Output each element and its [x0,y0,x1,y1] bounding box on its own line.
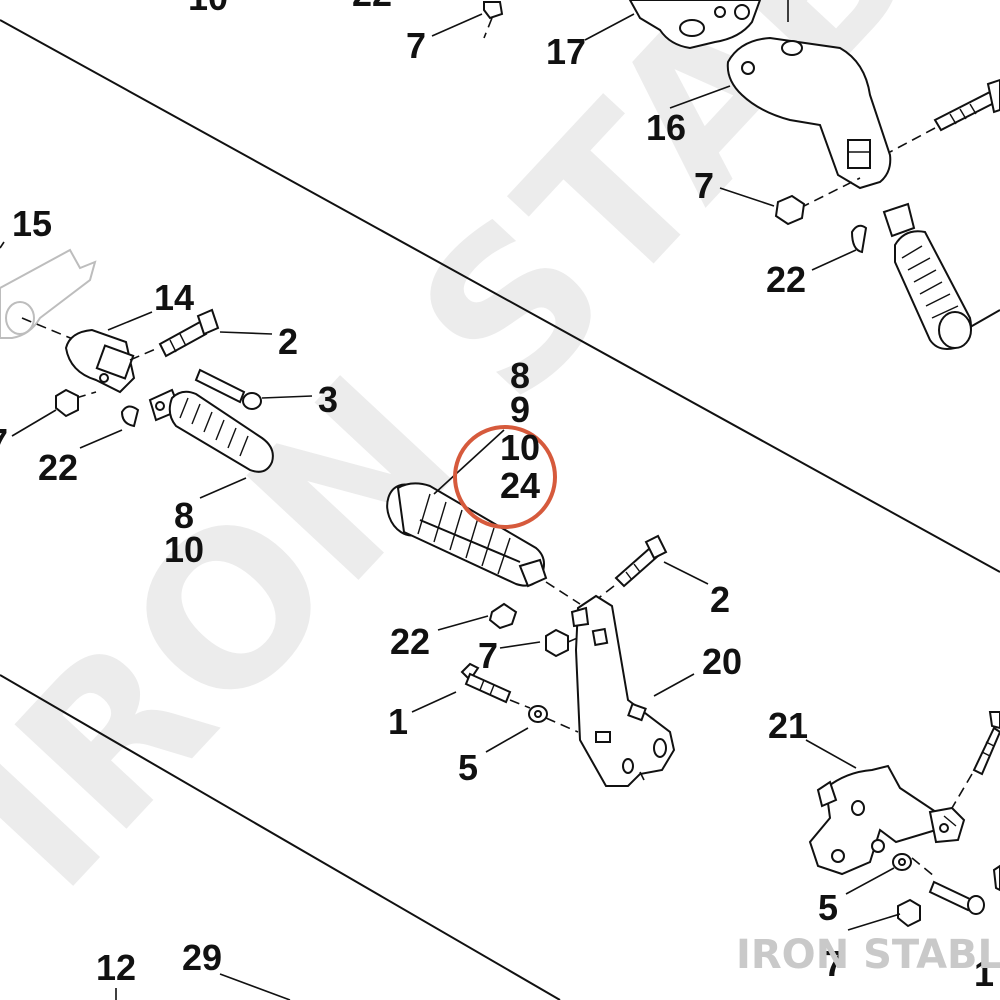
callout-15: 15 [12,203,52,244]
callout-8-left: 8 [174,495,194,536]
callout-1-center: 1 [388,701,408,742]
washer-icon [892,853,912,871]
bolt-icon [933,78,1000,132]
highlight-circle [453,425,557,529]
nut-icon [55,388,79,418]
bolt-icon [972,711,1000,776]
callout-22-top: 22 [352,0,392,14]
callout-7-center: 7 [478,635,498,676]
callout-22-left: 22 [38,447,78,488]
nut-icon [545,628,569,658]
callout-2-center: 2 [710,579,730,620]
bracket-16-icon [726,36,892,190]
callout-10-top: 10 [188,0,228,18]
callout-5-center: 5 [458,747,478,788]
clevis-icon [928,806,966,844]
nut-icon [897,898,921,928]
callout-7-left: 7 [0,421,8,462]
callout-24-center: 24 [500,465,540,506]
callout-2-left: 2 [278,321,298,362]
bolt-icon [928,880,985,915]
clip-icon [850,224,868,254]
bracket-17-icon [628,0,762,50]
bolt-icon [992,864,1000,892]
callout-8-center: 8 [510,355,530,396]
axis-top-mid [483,17,493,39]
callout-14: 14 [154,277,194,318]
callout-20: 20 [702,641,742,682]
callout-7-right: 7 [694,165,714,206]
bolt-icon [158,308,220,358]
callout-12: 12 [96,947,136,988]
callout-9-center: 9 [510,389,530,430]
panel-line-lower [0,674,561,1000]
callout-1-right: 1 [974,953,994,994]
callout-17: 17 [546,31,586,72]
callout-16: 16 [646,107,686,148]
callout-21: 21 [768,705,808,746]
watermark-corner: IRON STABLE [736,932,1000,978]
bolt-icon [194,368,262,410]
bolt-icon [614,534,668,588]
nut-icon [488,602,518,630]
washer-icon [528,705,548,723]
bolt-icon [460,662,512,704]
callout-10-center: 10 [500,427,540,468]
nut-icon [483,0,504,20]
callout-22-center: 22 [390,621,430,662]
clevis-14-icon [64,328,136,394]
callout-5-right: 5 [818,887,838,928]
bracket-20-icon [570,594,676,787]
footpeg-right-icon [882,202,972,350]
callout-7-bottom: 7 [824,943,844,984]
bracket-21-icon [808,764,937,876]
callout-29: 29 [182,937,222,978]
callout-22-right: 22 [766,259,806,300]
nut-icon [774,194,806,226]
clip-icon [120,405,140,428]
callout-10-left: 10 [164,529,204,570]
footpeg-left-icon [148,388,274,473]
callout-3: 3 [318,379,338,420]
panel-line-upper [0,19,1000,573]
callout-7-top: 7 [406,25,426,66]
footpeg-center-icon [386,482,548,588]
bracket-15-icon [0,248,97,339]
